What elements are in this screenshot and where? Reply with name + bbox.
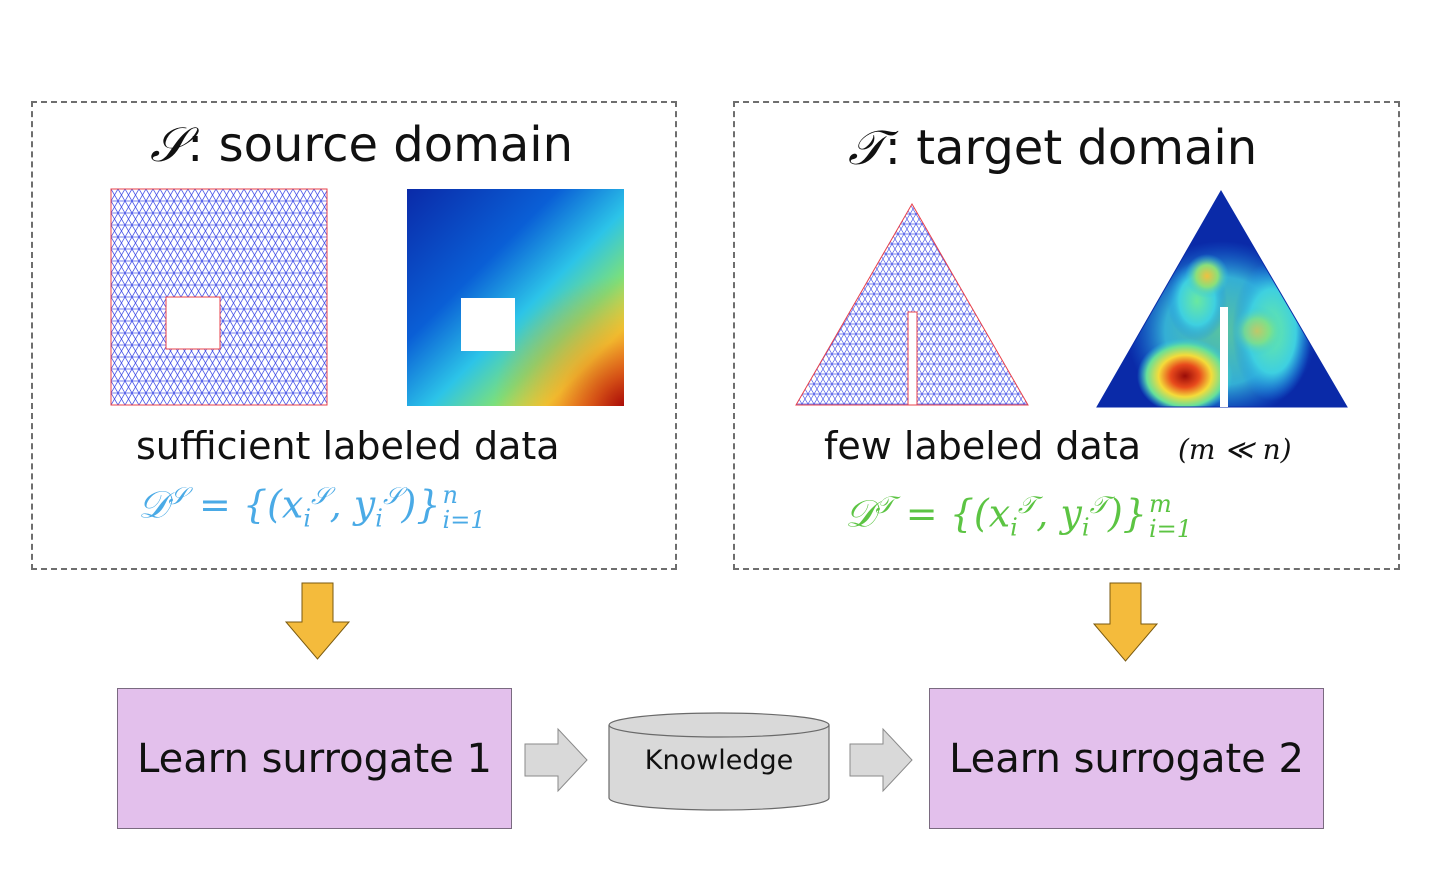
source-formula-lower: i=1 [442,506,486,535]
target-domain-title-text: : target domain [884,120,1258,176]
target-mesh-figure [795,202,1029,406]
source-formula-sup-2: 𝒮 [382,482,402,511]
target-domain-panel [733,101,1400,570]
flow-arrow-2-icon [849,727,913,793]
learn-surrogate-2-label: Learn surrogate 2 [949,735,1304,782]
source-domain-symbol: 𝒮 [150,117,188,173]
source-domain-panel [31,101,677,570]
target-sample-ratio: (m ≪ n) [1178,433,1292,466]
knowledge-database-icon [608,712,830,811]
target-domain-title: 𝒯: target domain [848,124,1257,172]
source-down-arrow-icon [284,582,351,660]
source-caption: sufficient labeled data [136,424,560,468]
source-formula-upper: n [442,481,458,509]
source-mesh-figure [110,188,328,406]
target-formula-sup-2: 𝒯 [1089,491,1108,520]
target-caption: few labeled data [824,424,1141,468]
target-formula-lhs-sup: 𝒯 [875,491,894,520]
target-formula-mid: , y [1036,491,1082,536]
learn-surrogate-1-label: Learn surrogate 1 [137,735,492,782]
target-formula-sub-1: i [1010,513,1018,542]
source-domain-title-text: : source domain [187,117,574,173]
target-formula-lhs: 𝒟 [845,491,876,536]
target-formula-lower: i=1 [1148,515,1193,544]
target-formula-end: )} [1107,491,1147,536]
target-formula-start: = {(x [893,491,1011,536]
target-formula-upper: m [1148,490,1172,518]
source-solution-heatmap [407,189,624,406]
source-formula-sup-1: 𝒮 [311,482,330,511]
source-formula-end: )} [401,482,441,527]
learn-surrogate-1-box: Learn surrogate 1 [117,688,512,829]
source-formula-lhs-sup: 𝒮 [168,482,187,511]
source-formula-mid: , y [329,482,376,527]
source-formula-start: = {(x [186,482,304,527]
learn-surrogate-2-box: Learn surrogate 2 [929,688,1324,829]
source-formula-sub-2: i [375,504,383,533]
target-down-arrow-icon [1092,582,1159,662]
source-formula-lhs: 𝒟 [138,482,169,527]
flow-arrow-1-icon [524,727,588,793]
target-solution-heatmap [1096,190,1348,408]
target-formula-sub-2: i [1081,513,1090,542]
source-formula-sub-1: i [303,504,312,533]
target-formula-sup-1: 𝒯 [1017,491,1037,520]
target-domain-symbol: 𝒯 [848,120,885,176]
knowledge-label: Knowledge [644,745,794,776]
source-domain-title: 𝒮: source domain [150,121,573,169]
